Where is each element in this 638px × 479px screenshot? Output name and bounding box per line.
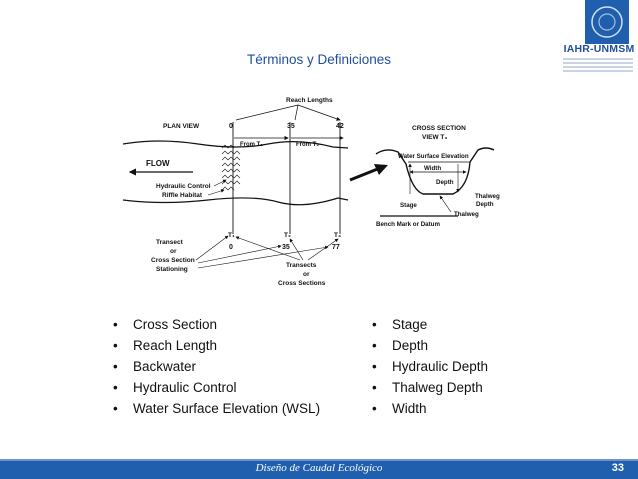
iahr-logo-icon bbox=[585, 0, 629, 44]
logo-decoration bbox=[563, 56, 633, 74]
stage-label: Stage bbox=[400, 202, 417, 209]
width-label: Width bbox=[424, 165, 441, 172]
depth-label: Depth bbox=[436, 179, 454, 186]
bench-mark-label: Bench Mark or Datum bbox=[376, 221, 440, 228]
thalweg-label: Thalweg bbox=[454, 211, 479, 218]
left-bullet-list: Cross Section Reach Length Backwater Hyd… bbox=[113, 314, 320, 419]
list-item: Backwater bbox=[113, 356, 320, 377]
right-bullet-list: Stage Depth Hydraulic Depth Thalweg Dept… bbox=[372, 314, 488, 419]
list-item: Hydraulic Control bbox=[113, 377, 320, 398]
footer-title: Diseño de Caudal Ecológico bbox=[255, 462, 383, 474]
cross-section-view-title-1: CROSS SECTION bbox=[412, 125, 466, 132]
stationing-arrows bbox=[195, 235, 329, 269]
list-item: Depth bbox=[372, 335, 488, 356]
or-label-2: or bbox=[303, 271, 310, 278]
flow-label: FLOW bbox=[146, 159, 170, 168]
stationing-label: Stationing bbox=[156, 266, 188, 273]
t1-label: T₁ bbox=[228, 232, 235, 239]
list-item: Reach Length bbox=[113, 335, 320, 356]
list-item: Thalweg Depth bbox=[372, 377, 488, 398]
river-bottom-bank bbox=[122, 197, 349, 206]
cross-sections-label: Cross Sections bbox=[278, 280, 326, 287]
riffle-marks bbox=[221, 144, 241, 191]
footer-bar: Diseño de Caudal Ecológico 33 bbox=[0, 459, 638, 479]
view-arrow bbox=[349, 166, 381, 182]
cross-section-view-title-2: VIEW T₃ bbox=[422, 134, 447, 141]
list-item: Water Surface Elevation (WSL) bbox=[113, 398, 320, 419]
t3-label: T₃ bbox=[334, 232, 341, 239]
river-top-bank bbox=[122, 140, 349, 149]
station-35: 35 bbox=[282, 244, 290, 251]
plan-view-label: PLAN VIEW bbox=[163, 123, 200, 130]
cross-section-label: Cross Section bbox=[151, 257, 195, 264]
wse-label: Water Surface Elevation bbox=[398, 153, 469, 160]
or-label-1: or bbox=[170, 248, 177, 255]
station-77: 77 bbox=[332, 244, 340, 251]
slide-title: Términos y Definiciones bbox=[246, 52, 392, 67]
reach-lengths-label: Reach Lengths bbox=[286, 97, 333, 104]
reach-dist-35: 35 bbox=[287, 123, 295, 130]
logo-org-name: IAHR-UNMSM bbox=[563, 43, 635, 55]
transects-arrows bbox=[235, 236, 339, 261]
list-item: Stage bbox=[372, 314, 488, 335]
hydraulic-control-label: Hydraulic Control bbox=[156, 183, 211, 190]
riffle-habitat-label: Riffle Habitat bbox=[162, 192, 203, 199]
channel-profile bbox=[375, 147, 495, 195]
thalweg-depth-label-2: Depth bbox=[476, 201, 494, 208]
transects-label: Transects bbox=[286, 262, 317, 269]
from-t2-label: From T₂ bbox=[296, 142, 319, 148]
list-item: Cross Section bbox=[113, 314, 320, 335]
from-t1-label: From T₁ bbox=[240, 142, 263, 148]
page-number: 33 bbox=[611, 462, 624, 474]
t2-label: T₂ bbox=[284, 232, 291, 239]
list-item: Width bbox=[372, 398, 488, 419]
station-0: 0 bbox=[229, 244, 233, 251]
thalweg-depth-label-1: Thalweg bbox=[475, 193, 500, 200]
hydraulics-diagram: Reach Lengths PLAN VIEW 0 35 42 From T₁ … bbox=[122, 97, 500, 287]
reach-dist-0: 0 bbox=[229, 123, 233, 130]
transect-label: Transect bbox=[156, 239, 184, 246]
list-item: Hydraulic Depth bbox=[372, 356, 488, 377]
reach-lengths-arrows bbox=[235, 104, 340, 120]
